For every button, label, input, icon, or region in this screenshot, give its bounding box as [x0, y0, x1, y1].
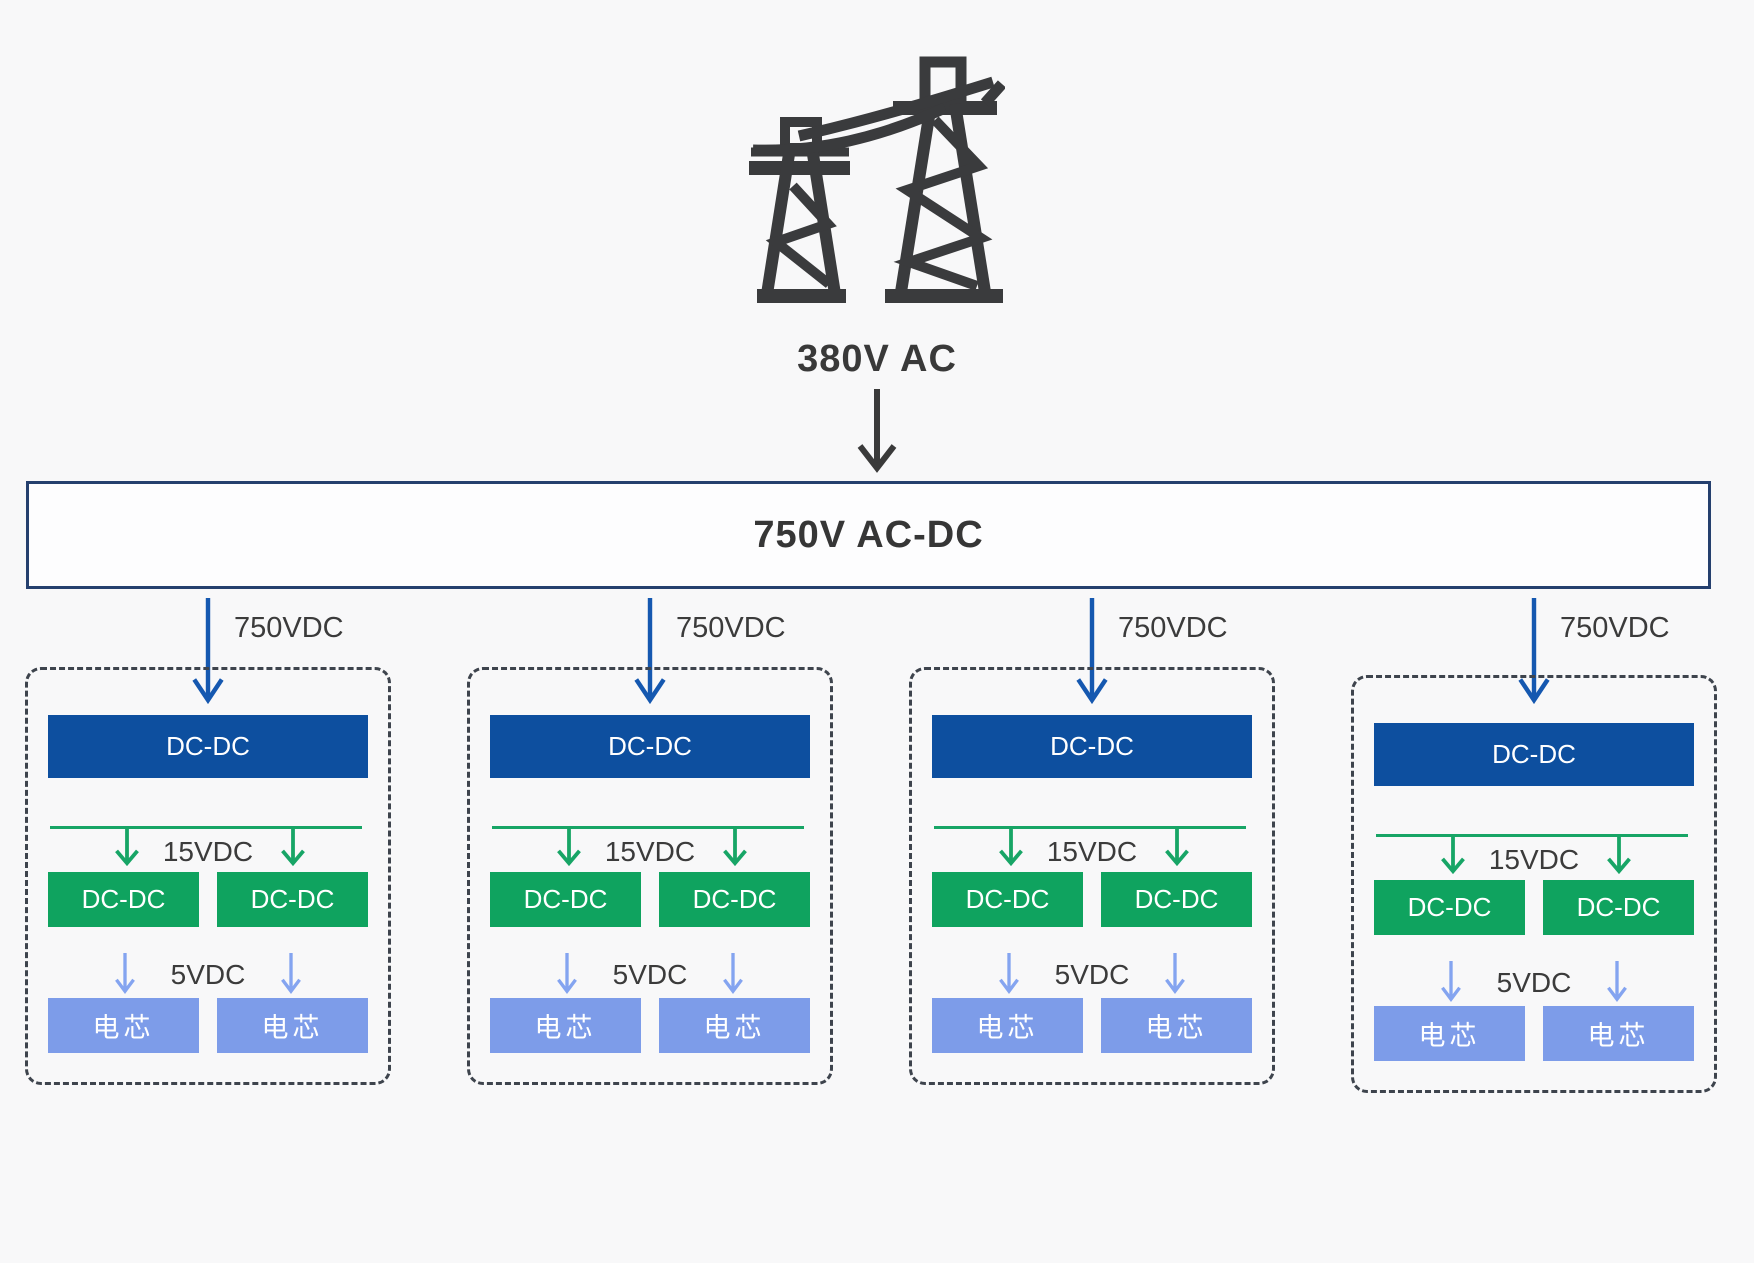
- secondary-dcdc-converter: DC-DC: [932, 872, 1083, 927]
- secondary-dcdc-label: DC-DC: [692, 884, 777, 914]
- battery-module-box: DC-DC 15VDC DC-DC DC-DC 5VDC 电芯 电芯: [467, 667, 833, 1085]
- low-voltage-label: 5VDC: [612, 959, 688, 990]
- down-arrow-icon: [280, 829, 305, 867]
- secondary-dcdc-label: DC-DC: [965, 884, 1050, 914]
- secondary-dcdc-label: DC-DC: [250, 884, 335, 914]
- down-arrow-icon: [857, 389, 897, 473]
- down-arrow-icon: [722, 953, 743, 994]
- branch-cluster-3: 750VDC DC-DC 15VDC DC-DC DC-DC 5VDC 电芯 电…: [909, 590, 1275, 1102]
- down-arrow-icon: [634, 598, 666, 705]
- cell-row: 电芯 电芯: [48, 998, 368, 1053]
- down-arrow-icon: [999, 829, 1023, 867]
- branch-cluster-4: 750VDC DC-DC 15VDC DC-DC DC-DC 5VDC 电芯 电…: [1351, 590, 1717, 1102]
- down-arrow-icon: [192, 598, 224, 705]
- battery-cell: 电芯: [1101, 998, 1252, 1053]
- secondary-dcdc-converter: DC-DC: [217, 872, 368, 927]
- mid-voltage-label: 15VDC: [1046, 836, 1138, 867]
- down-arrow-icon: [115, 953, 135, 994]
- down-arrow-icon: [280, 953, 301, 994]
- primary-dcdc-label: DC-DC: [166, 731, 250, 761]
- down-arrow-icon: [999, 953, 1019, 994]
- main-acdc-converter: 750V AC-DC: [26, 481, 1711, 589]
- branch-cluster-1: 750VDC DC-DC 15VDC DC-DC DC-DC 5VDC 电芯 电…: [25, 590, 391, 1102]
- battery-cell: 电芯: [932, 998, 1083, 1053]
- low-voltage-label: 5VDC: [170, 959, 246, 990]
- battery-cell: 电芯: [659, 998, 810, 1053]
- down-arrow-icon: [1164, 953, 1185, 994]
- low-voltage-label: 5VDC: [1054, 959, 1130, 990]
- down-arrow-icon: [557, 829, 581, 867]
- secondary-dcdc-converter: DC-DC: [659, 872, 810, 927]
- secondary-dcdc-label: DC-DC: [1134, 884, 1219, 914]
- secondary-dcdc-converter: DC-DC: [490, 872, 641, 927]
- down-arrow-icon: [1076, 598, 1108, 705]
- primary-dcdc-converter: DC-DC: [48, 715, 368, 778]
- main-acdc-label: 750V AC-DC: [753, 513, 984, 556]
- branch-input-voltage-label: 750VDC: [1560, 612, 1670, 644]
- battery-cell-label: 电芯: [1145, 1013, 1208, 1043]
- down-arrow-icon: [115, 829, 139, 867]
- secondary-dcdc-label: DC-DC: [1407, 892, 1492, 922]
- secondary-converter-row: DC-DC DC-DC: [48, 872, 368, 927]
- down-arrow-icon: [1441, 961, 1461, 1002]
- branch-cluster-2: 750VDC DC-DC 15VDC DC-DC DC-DC 5VDC 电芯 电…: [467, 590, 833, 1102]
- battery-cell-label: 电芯: [1418, 1021, 1481, 1051]
- battery-cell: 电芯: [1374, 1006, 1525, 1061]
- battery-cell-label: 电芯: [1587, 1021, 1650, 1051]
- down-arrow-icon: [1518, 598, 1550, 705]
- secondary-dcdc-label: DC-DC: [523, 884, 608, 914]
- down-arrow-icon: [1441, 837, 1465, 875]
- secondary-dcdc-converter: DC-DC: [1101, 872, 1252, 927]
- battery-module-box: DC-DC 15VDC DC-DC DC-DC 5VDC 电芯 电芯: [1351, 675, 1717, 1093]
- battery-cell: 电芯: [48, 998, 199, 1053]
- secondary-dcdc-label: DC-DC: [1576, 892, 1661, 922]
- down-arrow-icon: [722, 829, 747, 867]
- secondary-dcdc-label: DC-DC: [81, 884, 166, 914]
- secondary-dcdc-converter: DC-DC: [1543, 880, 1694, 935]
- primary-dcdc-converter: DC-DC: [490, 715, 810, 778]
- secondary-converter-row: DC-DC DC-DC: [1374, 880, 1694, 935]
- down-arrow-icon: [1164, 829, 1189, 867]
- primary-dcdc-label: DC-DC: [1050, 731, 1134, 761]
- down-arrow-icon: [557, 953, 577, 994]
- primary-dcdc-converter: DC-DC: [1374, 723, 1694, 786]
- battery-cell: 电芯: [490, 998, 641, 1053]
- secondary-dcdc-converter: DC-DC: [1374, 880, 1525, 935]
- grid-source-section: 380V AC: [0, 56, 1754, 473]
- mid-voltage-label: 15VDC: [604, 836, 696, 867]
- dc-bus-line: [1376, 834, 1688, 837]
- primary-dcdc-label: DC-DC: [1492, 739, 1576, 769]
- down-arrow-icon: [1606, 961, 1627, 1002]
- branch-row: 750VDC DC-DC 15VDC DC-DC DC-DC 5VDC 电芯 电…: [25, 590, 1717, 1102]
- secondary-converter-row: DC-DC DC-DC: [932, 872, 1252, 927]
- cell-row: 电芯 电芯: [932, 998, 1252, 1053]
- dc-bus-line: [50, 826, 362, 829]
- primary-dcdc-converter: DC-DC: [932, 715, 1252, 778]
- cell-row: 电芯 电芯: [490, 998, 810, 1053]
- mid-voltage-label: 15VDC: [162, 836, 254, 867]
- branch-input-voltage-label: 750VDC: [1118, 612, 1228, 644]
- down-arrow-icon: [1606, 837, 1631, 875]
- transmission-towers-icon: [749, 56, 1005, 303]
- secondary-dcdc-converter: DC-DC: [48, 872, 199, 927]
- dc-bus-line: [492, 826, 804, 829]
- battery-cell: 电芯: [217, 998, 368, 1053]
- primary-dcdc-label: DC-DC: [608, 731, 692, 761]
- battery-cell-label: 电芯: [92, 1013, 155, 1043]
- battery-cell: 电芯: [1543, 1006, 1694, 1061]
- cell-row: 电芯 电芯: [1374, 1006, 1694, 1061]
- grid-voltage-label: 380V AC: [797, 338, 957, 380]
- battery-module-box: DC-DC 15VDC DC-DC DC-DC 5VDC 电芯 电芯: [909, 667, 1275, 1085]
- branch-input-voltage-label: 750VDC: [234, 612, 344, 644]
- mid-voltage-label: 15VDC: [1488, 844, 1580, 875]
- branch-input-voltage-label: 750VDC: [676, 612, 786, 644]
- dc-bus-line: [934, 826, 1246, 829]
- battery-module-box: DC-DC 15VDC DC-DC DC-DC 5VDC 电芯 电芯: [25, 667, 391, 1085]
- battery-cell-label: 电芯: [976, 1013, 1039, 1043]
- low-voltage-label: 5VDC: [1496, 967, 1572, 998]
- battery-cell-label: 电芯: [261, 1013, 324, 1043]
- secondary-converter-row: DC-DC DC-DC: [490, 872, 810, 927]
- battery-cell-label: 电芯: [703, 1013, 766, 1043]
- battery-cell-label: 电芯: [534, 1013, 597, 1043]
